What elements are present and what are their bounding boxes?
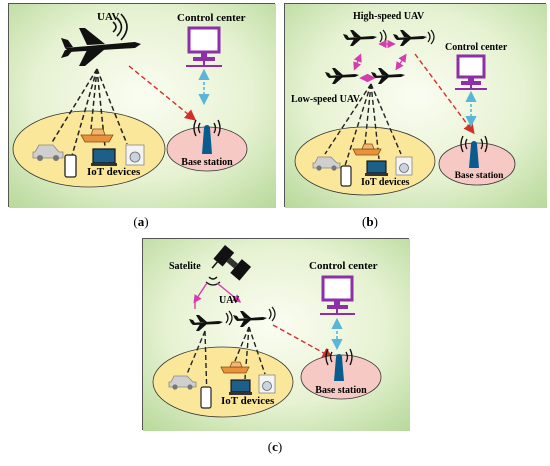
panel-b: High-speed UAV Low-speed UAV Control cen… — [284, 3, 547, 208]
laptop-icon — [365, 160, 388, 176]
high-speed-uav-label: High-speed UAV — [353, 11, 425, 22]
satellite-uav-link-1 — [193, 282, 208, 304]
high-low-link-1 — [353, 53, 362, 71]
iot-area — [294, 126, 436, 196]
phone-icon — [340, 165, 352, 187]
satellite-signal-icon — [205, 276, 221, 286]
iot-area — [152, 346, 294, 418]
panel-c-canvas: Satelite UAV — [143, 239, 410, 431]
uav-signal-icon — [112, 13, 128, 41]
base-station-label: Base station — [455, 171, 505, 181]
iot-area — [12, 110, 166, 188]
caption-b: (b) — [350, 214, 390, 230]
uav-icon — [61, 28, 141, 66]
satellite-icon — [211, 245, 252, 281]
control-center-label: Control center — [177, 12, 246, 24]
iot-devices-label: IoT devices — [221, 395, 275, 407]
panel-b-canvas: High-speed UAV Low-speed UAV Control cen… — [285, 4, 547, 208]
car-icon — [32, 144, 64, 161]
caption-a-letter: a — [137, 214, 145, 229]
laptop-icon — [229, 379, 252, 395]
uav-signal-icon — [225, 306, 276, 326]
car-icon — [312, 156, 341, 171]
caption-a: (a) — [121, 214, 161, 230]
washing-machine-icon — [258, 374, 276, 394]
control-center-label: Control center — [445, 42, 508, 53]
iot-devices-label: IoT devices — [87, 166, 141, 178]
low-speed-uav-label: Low-speed UAV — [291, 94, 361, 105]
caption-a-close: ) — [144, 214, 149, 229]
caption-b-close: ) — [373, 214, 378, 229]
uav-label: UAV — [97, 11, 119, 23]
caption-b-letter: b — [366, 214, 374, 229]
base-station-label: Base station — [181, 157, 233, 168]
uav-beams — [324, 83, 402, 173]
caption-c-letter: c — [272, 439, 278, 454]
caption-c-close: ) — [277, 439, 283, 454]
uav-label: UAV — [219, 295, 240, 306]
control-center-monitor-icon — [455, 54, 487, 90]
base-station-tower-icon — [460, 135, 488, 168]
satellite-uav-link-2 — [216, 282, 242, 303]
base-station-tower-icon — [325, 348, 353, 381]
car-icon — [168, 375, 197, 390]
caption-b-open: ( — [362, 214, 367, 229]
high-low-link-2 — [395, 53, 407, 71]
panel-c: Satelite UAV — [142, 238, 410, 431]
caption-c-open: ( — [267, 439, 273, 454]
satellite-label: Satelite — [169, 261, 201, 272]
uav-to-base-link — [128, 65, 197, 121]
panel-a-canvas: UAV Control center Base station — [9, 4, 276, 208]
panel-a: UAV Control center Base station — [8, 3, 276, 208]
boat-icon — [352, 143, 382, 156]
boat-icon — [220, 361, 250, 374]
iot-devices-label: IoT devices — [361, 177, 410, 188]
laptop-icon — [91, 148, 117, 166]
base-station-label: Base station — [315, 385, 367, 396]
uav-to-base-link — [414, 53, 475, 135]
base-station-tower-icon — [193, 119, 221, 154]
phone-icon — [200, 386, 212, 409]
boat-icon — [80, 128, 114, 143]
uav-to-base-link — [272, 324, 334, 359]
control-center-label: Control center — [309, 260, 378, 272]
caption-c: (c) — [255, 439, 295, 455]
caption-a-open: ( — [133, 214, 138, 229]
control-center-monitor-icon — [320, 275, 355, 315]
control-center-monitor-icon — [186, 26, 222, 67]
phone-icon — [64, 154, 77, 178]
washing-machine-icon — [395, 156, 413, 176]
washing-machine-icon — [125, 144, 145, 166]
